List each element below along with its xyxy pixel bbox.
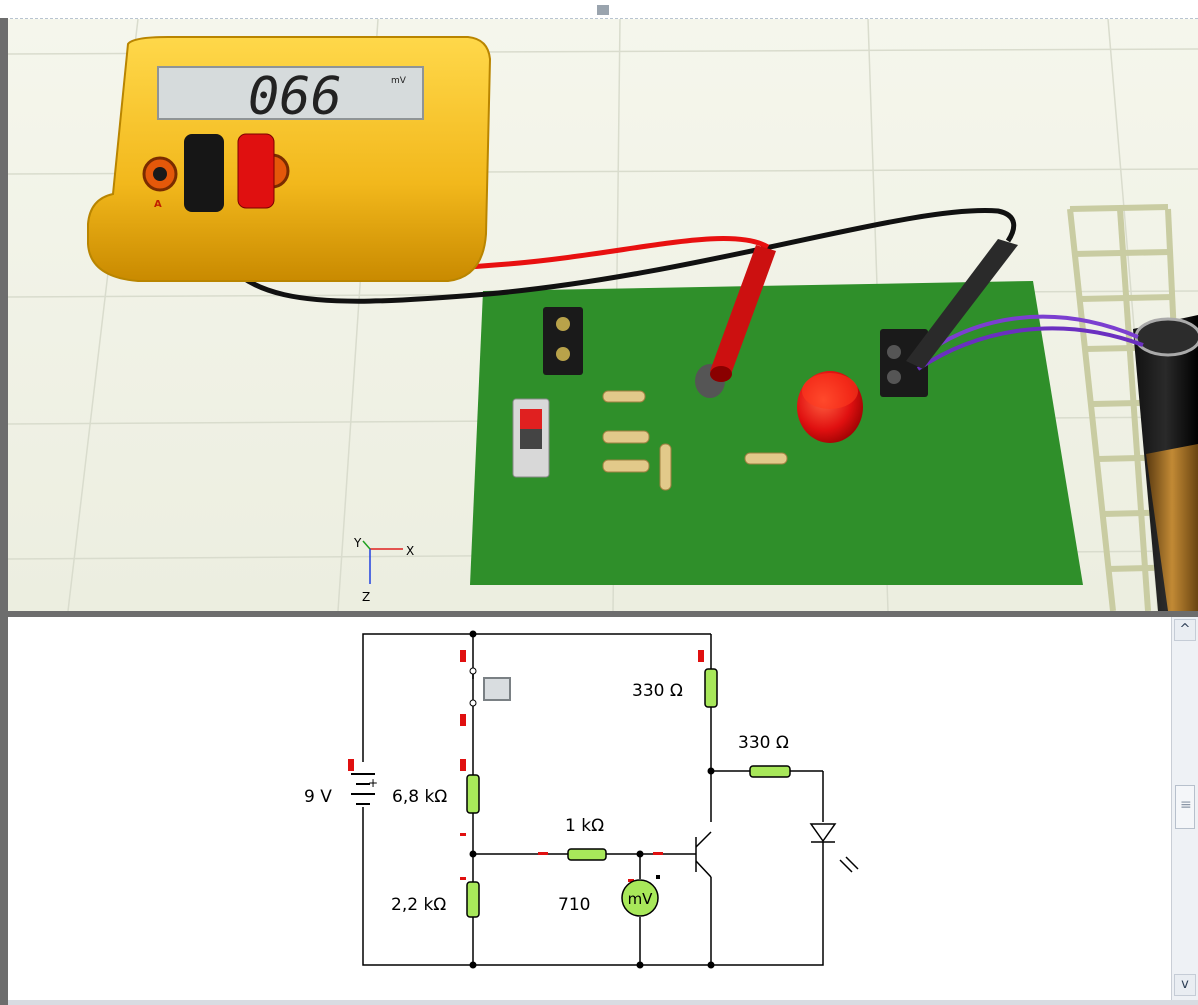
left-frame-border (0, 18, 8, 1005)
switch-toggle-button[interactable] (483, 677, 511, 701)
multimeter-unit: mV (391, 76, 407, 86)
black-probe[interactable] (906, 239, 1018, 369)
multimeter-lcd (157, 66, 424, 120)
meter-reading-label: 710 (558, 895, 590, 915)
jack-label: A (154, 199, 162, 210)
schematic-probe-markers (348, 650, 704, 882)
multimeter[interactable]: 066 mV A (87, 36, 492, 282)
battery-label: 9 V (304, 787, 332, 807)
resistor-collector-label: 330 Ω (632, 681, 683, 701)
schematic-view[interactable]: + mV 9 V 330 Ω 330 Ω 6,8 kΩ 1 kΩ 2,2 kΩ … (8, 617, 1171, 1000)
battery-symbol[interactable] (351, 773, 375, 805)
schematic-vertical-scrollbar[interactable]: ^ v (1171, 617, 1198, 1000)
view-splitter[interactable] (0, 611, 1198, 617)
schematic-wires (362, 633, 824, 966)
resistor-bias-top-label: 6,8 kΩ (392, 787, 447, 807)
battery-plus-sign: + (368, 776, 378, 790)
resistors-3d[interactable] (602, 390, 788, 491)
red-plug[interactable] (237, 133, 275, 209)
multimeter-reading: 066 (248, 67, 342, 127)
splitter-grip-handle[interactable] (597, 5, 609, 15)
battery-clip-socket[interactable] (543, 307, 583, 375)
millivoltmeter-unit: mV (628, 890, 654, 908)
axis-y-label: Y (353, 536, 362, 550)
axis-gizmo: X Y Z (353, 536, 414, 604)
horizontal-scrollbar-edge[interactable] (8, 1000, 1198, 1005)
battery-9v-3d[interactable] (1133, 315, 1198, 611)
scroll-thumb[interactable] (1175, 785, 1195, 829)
axis-z-label: Z (362, 590, 370, 604)
3d-circuit-view[interactable]: 066 mV A X Y Z (8, 19, 1198, 611)
scroll-up-button[interactable]: ^ (1174, 619, 1196, 641)
millivoltmeter-symbol[interactable] (621, 879, 659, 917)
schematic-resistors[interactable] (466, 668, 791, 918)
black-test-lead (203, 208, 1017, 304)
led-symbol[interactable] (809, 823, 859, 873)
axis-x-label: X (406, 544, 414, 558)
scroll-down-button[interactable]: v (1174, 974, 1196, 996)
red-probe[interactable] (710, 245, 776, 377)
switch-contact-bottom (469, 699, 477, 707)
schematic-junctions (469, 630, 715, 969)
resistor-bias-bottom-label: 2,2 kΩ (391, 895, 446, 915)
resistor-base-label: 1 kΩ (565, 816, 604, 836)
switch-contact-top (469, 667, 477, 675)
top-splitter-strip (0, 0, 1198, 19)
resistor-led-label: 330 Ω (738, 733, 789, 753)
black-plug[interactable] (184, 134, 224, 212)
